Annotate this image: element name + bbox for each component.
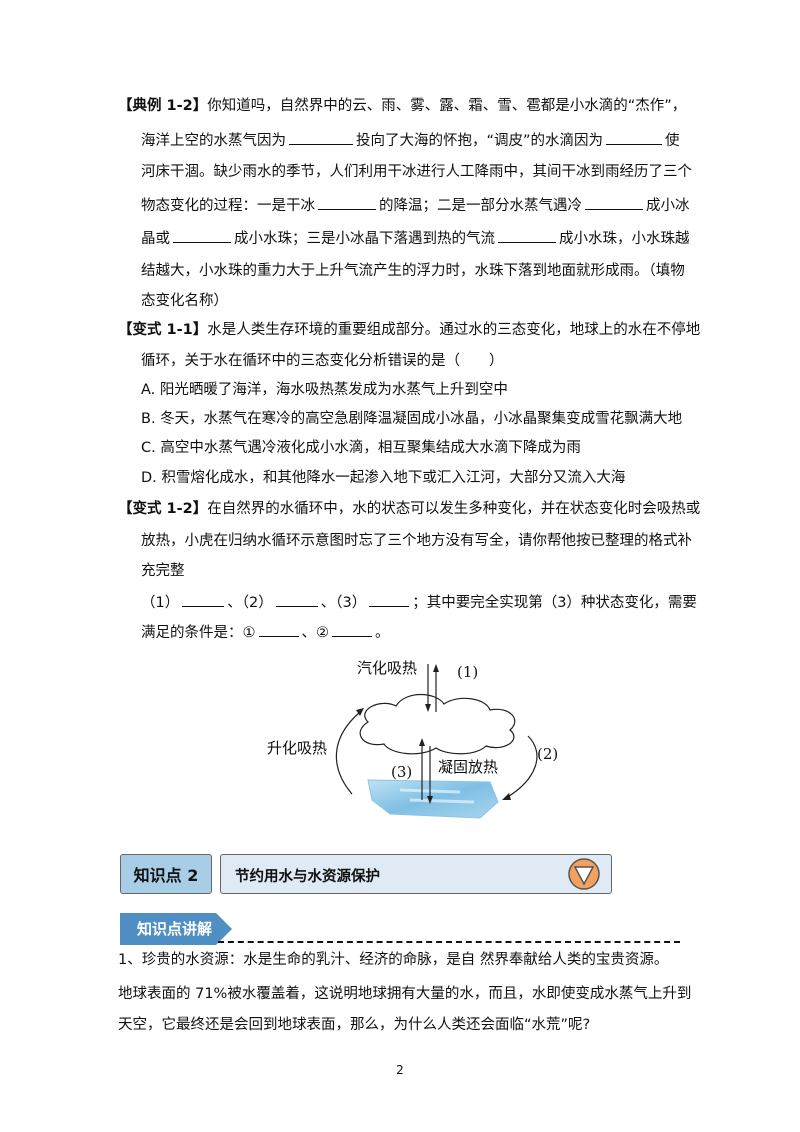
answer-blank[interactable]: [289, 130, 353, 145]
label-vaporization: 汽化吸热: [357, 659, 418, 677]
body-line-2: 地球表面的 71%被水覆盖着，这说明地球拥有大量的水，而且，水即使变成水蒸气上升…: [118, 986, 692, 1002]
knowledge-point-bar: 知识点 2 节约用水与水资源保护: [120, 854, 612, 894]
water-body: [367, 779, 499, 819]
example-line-7: 态变化名称）: [141, 293, 228, 309]
water-cycle-diagram: [335, 664, 538, 819]
answer-blank[interactable]: [275, 592, 318, 607]
example-line-1: 【典例 1-2】你知道吗，自然界中的云、雨、雾、露、霜、雪、雹都是小水滴的“杰作…: [118, 98, 687, 114]
collapse-triangle-icon[interactable]: [567, 857, 601, 891]
explanation-tag: 知识点讲解: [137, 920, 213, 938]
answer-blank[interactable]: [498, 228, 556, 243]
answer-blank[interactable]: [332, 622, 372, 637]
label-2: (2): [537, 745, 559, 763]
label-3: (3): [391, 763, 413, 781]
option-d[interactable]: D. 积雪熔化成水，和其他降水一起渗入地下或汇入江河，大部分又流入大海: [141, 470, 626, 486]
option-c[interactable]: C. 高空中水蒸气遇冷液化成小水滴，相互聚集结成大水滴下降成为雨: [141, 440, 581, 456]
body-line-3: 天空，它最终还是会回到地球表面，那么，为什么人类还会面临“水荒”呢?: [118, 1017, 591, 1033]
page-number: 2: [396, 1063, 404, 1077]
explanation-tag-shape: [120, 913, 232, 945]
answer-blank[interactable]: [258, 622, 299, 637]
example-tag: 【典例 1-2】: [118, 98, 208, 114]
answer-blank[interactable]: [318, 195, 376, 210]
variant-1-2-line-2: 放热，小虎在归纳水循环示意图时忘了三个地方没有写全，请你帮他按已整理的格式补: [141, 533, 692, 549]
label-sublimation: 升化吸热: [267, 739, 328, 757]
example-line-3: 河床干涸。缺少雨水的季节，人们利用干冰进行人工降雨中，其间干冰到雨经历了三个: [141, 164, 692, 180]
answer-blank[interactable]: [369, 592, 410, 607]
body-line-1: 1、珍贵的水资源：水是生命的乳汁、经济的命脉，是自 然界奉献给人类的宝贵资源。: [118, 952, 669, 968]
example-line-5: 晶或成小水珠；三是小冰晶下落遇到热的气流成小水珠，小水珠越: [141, 228, 690, 249]
label-1: (1): [457, 663, 479, 681]
variant-1-2-line-3: 充完整: [141, 563, 185, 579]
variant-1-1-line-2: 循环，关于水在循环中的三态变化分析错误的是（ ）: [141, 353, 504, 369]
label-solidification: 凝固放热: [438, 758, 499, 776]
answer-blank[interactable]: [182, 592, 225, 607]
option-b[interactable]: B. 冬天，水蒸气在寒冷的高空急剧降温凝固成小冰晶，小冰晶聚集变成雪花飘满大地: [141, 411, 683, 427]
example-line-6: 结越大，小水珠的重力大于上升气流产生的浮力时，水珠下落到地面就形成雨。（填物: [141, 263, 685, 279]
knowledge-point-title: 节约用水与水资源保护: [235, 869, 380, 885]
variant-1-2-line-5: 满足的条件是：①、②。: [141, 622, 390, 643]
variant-1-2-line-4: （1）、（2）、（3）；其中要完全实现第（3）种状态变化，需要: [141, 592, 697, 613]
knowledge-point-title-box: 节约用水与水资源保护: [220, 854, 612, 894]
dashed-divider: [218, 941, 680, 943]
example-line-4: 物态变化的过程：一是干冰的降温；二是一部分水蒸气遇冷成小冰: [141, 195, 690, 216]
example-line-2: 海洋上空的水蒸气因为投向了大海的怀抱，“调皮”的水滴因为使: [141, 130, 680, 151]
cloud-shape: [359, 693, 516, 755]
variant-1-2-line-1: 【变式 1-2】在自然界的水循环中，水的状态可以发生多种变化，并在状态变化时会吸…: [118, 501, 701, 517]
variant-1-1-line-1: 【变式 1-1】水是人类生存环境的重要组成部分。通过水的三态变化，地球上的水在不…: [118, 322, 701, 338]
variant-1-2-tag: 【变式 1-2】: [118, 501, 208, 517]
answer-blank[interactable]: [173, 228, 231, 243]
knowledge-point-badge: 知识点 2: [120, 854, 212, 894]
answer-blank[interactable]: [606, 130, 663, 145]
option-a[interactable]: A. 阳光晒暖了海洋，海水吸热蒸发成为水蒸气上升到空中: [141, 382, 508, 398]
variant-1-1-tag: 【变式 1-1】: [118, 322, 208, 338]
answer-blank[interactable]: [585, 195, 643, 210]
